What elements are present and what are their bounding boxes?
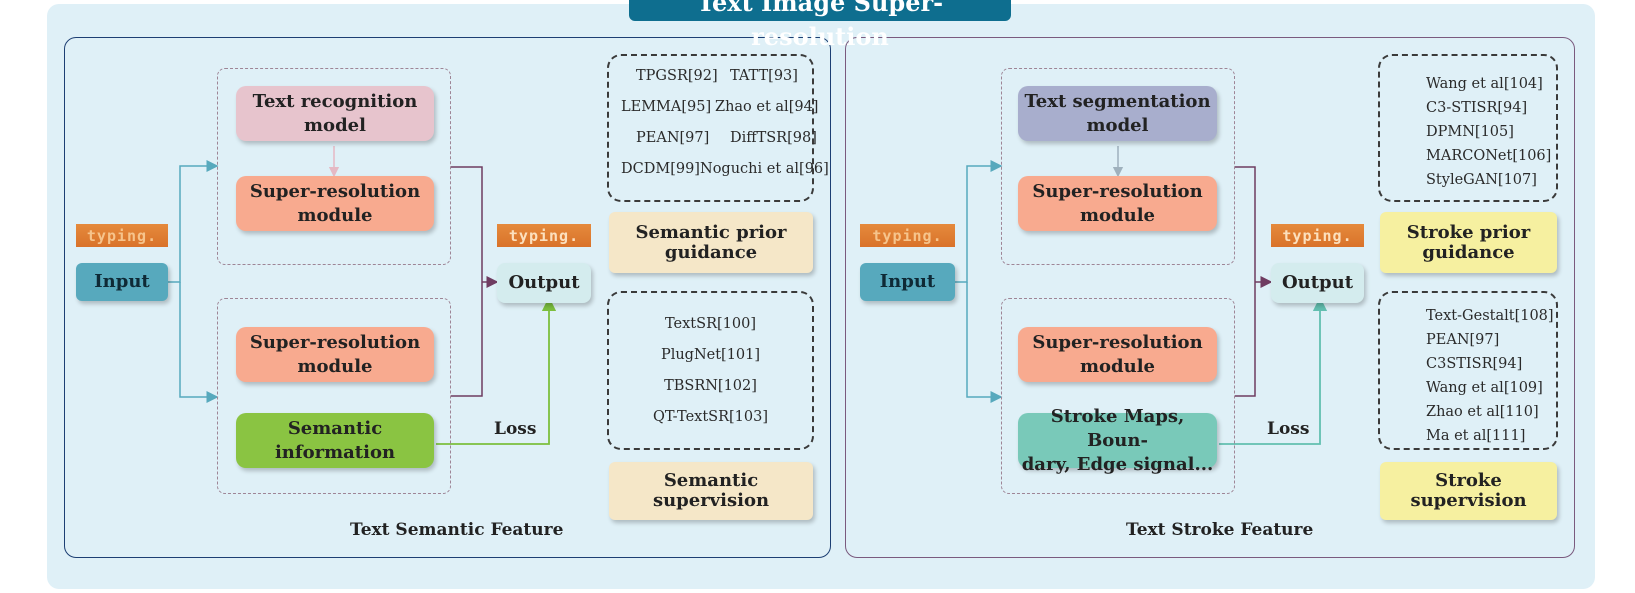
ref-item: Text-Gestalt[108]	[1426, 308, 1554, 324]
ref-item: PlugNet[101]	[660, 347, 761, 363]
group-segmentation-sr	[1001, 68, 1235, 265]
output-hr-image: typing.	[497, 224, 591, 247]
group-sr-semantic	[217, 298, 451, 494]
recog-line-1: Text recognition	[252, 90, 418, 112]
stroke-line-2: dary, Edge signal...	[1021, 453, 1214, 475]
stroke-line-1: Stroke Maps, Boun-	[1050, 405, 1185, 451]
info-line-2: information	[274, 441, 396, 463]
sr-top-line-1: Super-resolution	[249, 180, 421, 202]
input-node: Input	[76, 263, 168, 301]
sr-bot-line-2: module	[1079, 355, 1155, 377]
refs-semantic-prior: TPGSR[92] TATT[93] LEMMA[95] Zhao et al[…	[607, 54, 829, 202]
ref-item: Zhao et al[94]	[715, 99, 819, 115]
ref-item: DPMN[105]	[1426, 124, 1514, 140]
prior-line-1: Semantic prior	[635, 221, 787, 243]
sup-line-1: Stroke	[1435, 470, 1502, 491]
sup-line-2: supervision	[652, 490, 770, 511]
recog-line-2: model	[304, 114, 366, 136]
prior-line-1: Stroke prior	[1406, 221, 1531, 243]
ref-item: TATT[93]	[730, 68, 798, 84]
ref-item: Wang et al[109]	[1426, 380, 1543, 396]
ref-item: TBSRN[102]	[664, 378, 757, 394]
sr-top-line-2: module	[297, 204, 373, 226]
ref-item: Noguchi et al[96]	[700, 161, 829, 177]
prior-line-2: guidance	[664, 241, 758, 263]
ref-item: Wang et al[104]	[1426, 76, 1543, 92]
ref-item: PEAN[97]	[636, 130, 710, 146]
panel-stroke	[845, 37, 1575, 558]
ref-item: StyleGAN[107]	[1426, 172, 1537, 188]
ref-item: MARCONet[106]	[1426, 148, 1552, 164]
sup-line-1: Semantic	[663, 470, 759, 491]
sup-line-2: supervision	[1410, 490, 1527, 511]
ref-item: Ma et al[111]	[1426, 428, 1526, 444]
input-node: Input	[860, 263, 955, 301]
ref-item: TPGSR[92]	[636, 68, 718, 84]
output-hr-image: typing.	[1271, 224, 1364, 247]
sr-bot-line-1: Super-resolution	[1032, 331, 1203, 353]
sr-bot-line-1: Super-resolution	[249, 331, 421, 353]
refs-stroke-prior: Wang et al[104] C3-STISR[94] DPMN[105] M…	[1378, 54, 1558, 202]
group-sr-stroke	[1001, 298, 1235, 494]
prior-line-2: guidance	[1422, 241, 1515, 263]
input-lr-image: typing.	[860, 224, 955, 247]
refs-stroke-supervision: Text-Gestalt[108] PEAN[97] C3STISR[94] W…	[1378, 291, 1558, 450]
group-recognition-sr	[217, 68, 451, 265]
sr-top-line-2: module	[1079, 204, 1155, 226]
loss-label-left: Loss	[494, 419, 537, 439]
caption-semantic: Text Semantic Feature	[350, 520, 564, 540]
loss-label-right: Loss	[1267, 419, 1310, 439]
seg-line-1: Text segmentation	[1024, 90, 1211, 112]
ref-item: QT-TextSR[103]	[652, 409, 769, 425]
stroke-maps-node: Stroke Maps, Boun-dary, Edge signal...	[1018, 406, 1217, 475]
ref-item: Zhao et al[110]	[1426, 404, 1539, 420]
sr-top-line-1: Super-resolution	[1032, 180, 1203, 202]
ref-item: TextSR[100]	[665, 316, 756, 332]
ref-item: DiffTSR[98]	[730, 130, 817, 146]
ref-item: C3STISR[94]	[1426, 356, 1523, 372]
ref-item: DCDM[99]	[621, 161, 700, 177]
output-node: Output	[497, 263, 591, 303]
sr-bot-line-2: module	[297, 355, 373, 377]
input-lr-image: typing.	[76, 224, 168, 247]
refs-semantic-supervision: TextSR[100] PlugNet[101] TBSRN[102] QT-T…	[607, 291, 814, 450]
output-node: Output	[1271, 263, 1364, 303]
caption-stroke: Text Stroke Feature	[1126, 520, 1314, 540]
ref-item: PEAN[97]	[1426, 332, 1500, 348]
panel-semantic	[64, 37, 831, 558]
ref-item: C3-STISR[94]	[1426, 100, 1528, 116]
diagram-title: Text Image Super-resolution	[629, 0, 1011, 51]
seg-line-2: model	[1086, 114, 1149, 136]
ref-item: LEMMA[95]	[621, 99, 712, 115]
info-line-1: Semantic	[287, 417, 383, 439]
